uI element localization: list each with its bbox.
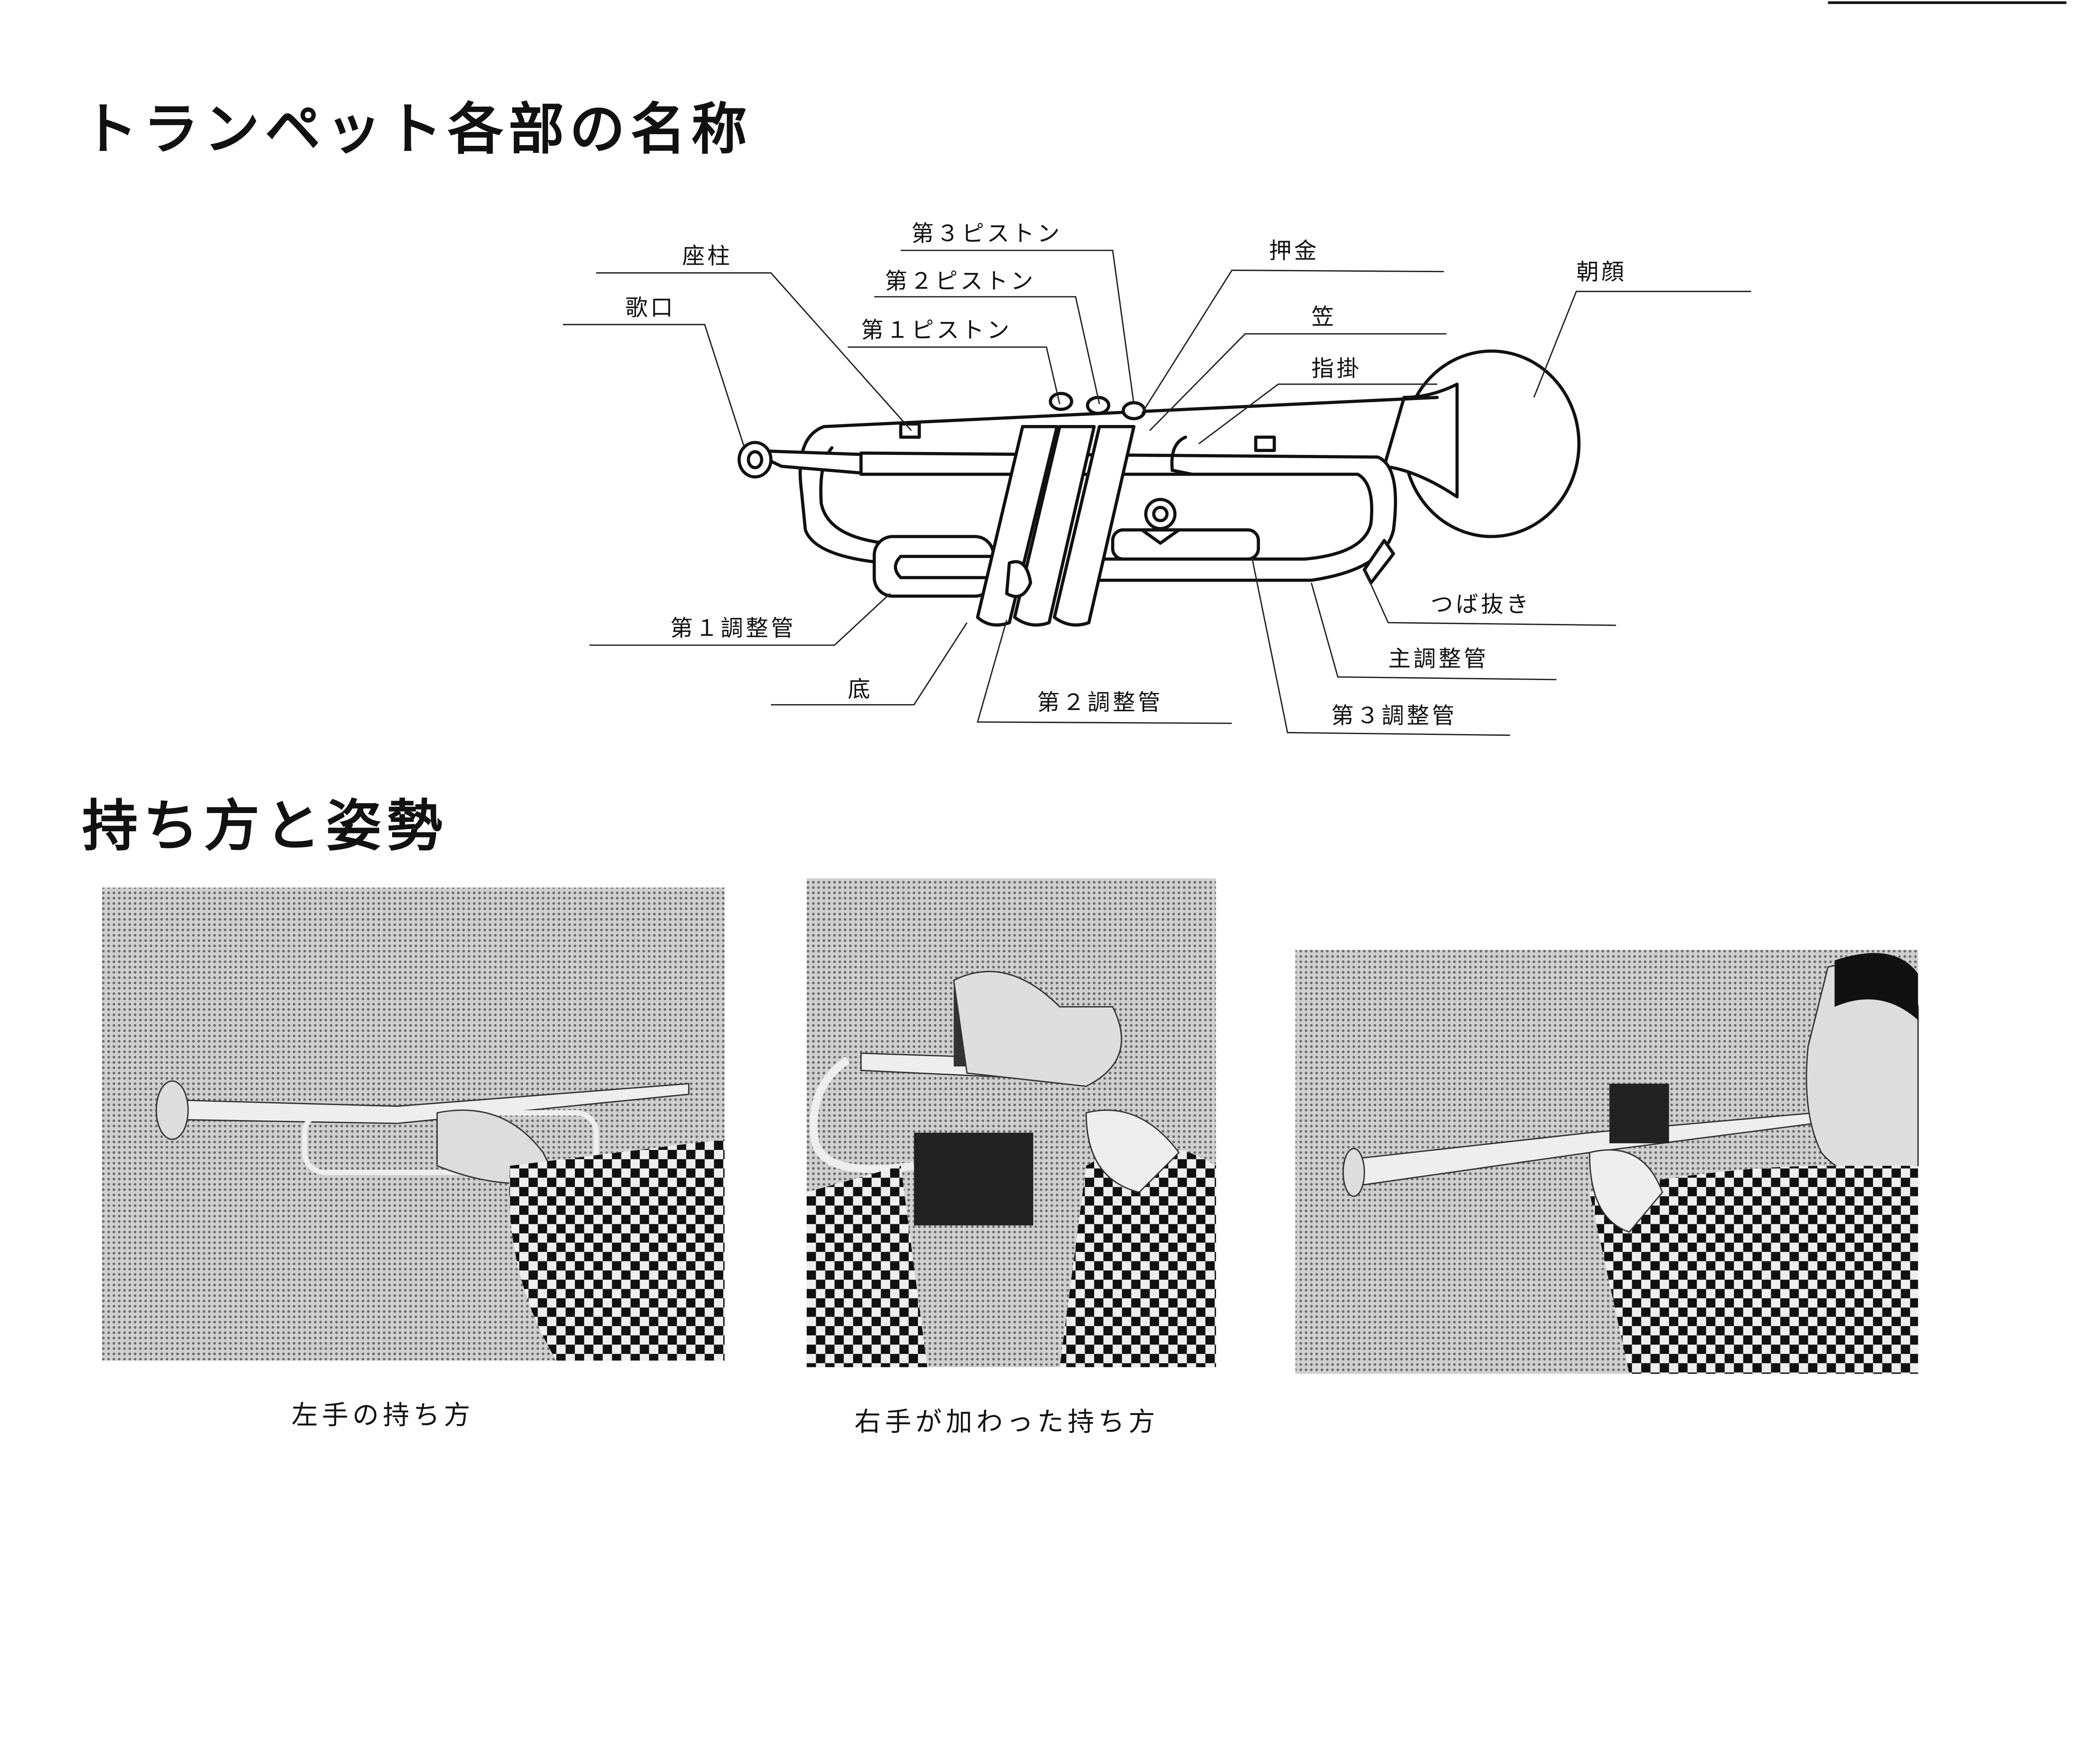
bell-flare (1382, 382, 1459, 499)
caption-right-hand: 右手が加わった持ち方 (854, 1407, 1159, 1437)
leader-lines (563, 250, 1751, 736)
mouthpiece (737, 441, 773, 479)
valve-2 (1013, 425, 1096, 627)
label-piston-1: 第１ピストン (861, 317, 1012, 343)
finger-hook (1170, 435, 1194, 476)
brace-2 (1254, 435, 1276, 452)
label-slide-2: 第２調整管 (1037, 689, 1163, 715)
trumpet-diagram (737, 349, 1581, 627)
third-valve-ring (1005, 560, 1032, 598)
photo-posture (1295, 950, 1919, 1374)
finger-ring (1144, 498, 1177, 531)
label-main-slide: 主調整管 (1388, 646, 1489, 672)
label-piston-3: 第３ピストン (911, 220, 1062, 246)
photo-left-hand (102, 887, 725, 1361)
valve-3 (1053, 425, 1136, 627)
piston-button-3 (1122, 401, 1146, 420)
label-bell: 朝顔 (1576, 259, 1627, 285)
first-slide (872, 535, 995, 598)
label-mouthpiece: 歌口 (625, 295, 675, 321)
label-oshigane: 押金 (1269, 238, 1319, 264)
section-title-parts: トランペット各部の名称 (82, 97, 752, 162)
label-piston-2: 第２ピストン (885, 268, 1036, 294)
label-slide-3: 第３調整管 (1331, 703, 1457, 729)
label-finger-hook: 指掛 (1311, 356, 1362, 382)
piston-button-1 (1048, 392, 1073, 411)
section-title-holding: 持ち方と姿勢 (82, 794, 448, 858)
label-kasa: 笠 (1311, 304, 1337, 330)
part-labels: 第３ピストン 第２ピストン 第１ピストン 座柱 歌口 押金 笠 指掛 朝顔 つば… (625, 220, 1627, 729)
label-slide-1: 第１調整管 (670, 615, 796, 641)
third-slide (1111, 528, 1260, 561)
valve-1 (976, 425, 1059, 627)
label-bottom-cap: 底 (848, 676, 873, 702)
caption-left-hand: 左手の持ち方 (292, 1400, 474, 1431)
page: トランペット各部の名称 (82, 1, 2067, 1437)
label-water-key: つば抜き (1431, 591, 1531, 617)
label-zachu: 座柱 (682, 243, 732, 269)
photo-right-hand (806, 878, 1216, 1367)
brace-1 (899, 422, 921, 439)
